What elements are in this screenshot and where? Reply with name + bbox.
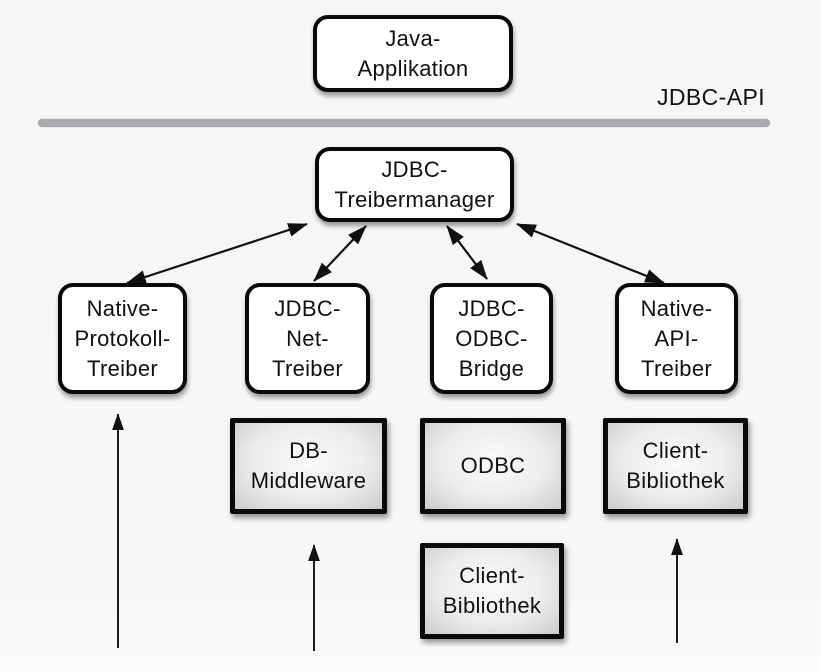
node-native-protokoll-treiber: Native- Protokoll- Treiber bbox=[58, 283, 187, 394]
node-label-line: Treiber bbox=[641, 355, 712, 381]
node-label-line: Protokoll- bbox=[74, 325, 171, 351]
node-label-line: Client- bbox=[642, 438, 709, 463]
node-label-line: Treibermanager bbox=[334, 186, 495, 212]
node-label-line: Treiber bbox=[272, 355, 343, 381]
node-label-line: JDBC- bbox=[458, 295, 525, 321]
node-label-line: Client- bbox=[459, 563, 525, 588]
edge-manager-jdbcnet bbox=[313, 225, 367, 282]
node-label-line: Java- bbox=[385, 25, 441, 51]
edge-manager-nativeapi bbox=[516, 222, 665, 285]
node-odbc: ODBC bbox=[420, 418, 566, 514]
node-jdbc-treibermanager: JDBC- Treibermanager bbox=[315, 147, 514, 222]
node-label-line: ODBC- bbox=[455, 325, 528, 351]
node-java-applikation: Java- Applikation bbox=[313, 15, 513, 92]
node-label-line: Net- bbox=[286, 325, 329, 351]
node-label-line: API- bbox=[654, 325, 699, 351]
edge-manager-nativeprotokoll bbox=[126, 222, 308, 285]
node-jdbc-odbc-bridge: JDBC- ODBC- Bridge bbox=[430, 283, 553, 394]
node-client-bibliothek-native: Client- Bibliothek bbox=[603, 418, 748, 514]
node-label-line: ODBC bbox=[460, 453, 526, 478]
node-label-line: Applikation bbox=[357, 55, 469, 81]
node-label-line: JDBC- bbox=[274, 295, 341, 321]
jdbc-api-label: JDBC-API bbox=[657, 84, 765, 110]
edge-manager-jdbcodbc bbox=[446, 225, 488, 280]
node-label-line: Native- bbox=[640, 295, 713, 321]
node-label-line: Native- bbox=[86, 295, 159, 321]
node-label-line: Treiber bbox=[87, 355, 158, 381]
node-label-line: DB- bbox=[289, 438, 328, 463]
node-client-bibliothek-odbc: Client- Bibliothek bbox=[420, 543, 564, 639]
node-label-line: Bibliothek bbox=[626, 468, 725, 493]
node-label-line: Middleware bbox=[250, 468, 367, 493]
node-label-line: Bibliothek bbox=[442, 593, 542, 618]
node-jdbc-net-treiber: JDBC- Net- Treiber bbox=[245, 283, 370, 394]
node-native-api-treiber: Native- API- Treiber bbox=[615, 283, 738, 394]
node-label-line: Bridge bbox=[458, 355, 525, 381]
node-db-middleware: DB- Middleware bbox=[230, 418, 387, 514]
node-label-line: JDBC- bbox=[381, 156, 448, 182]
